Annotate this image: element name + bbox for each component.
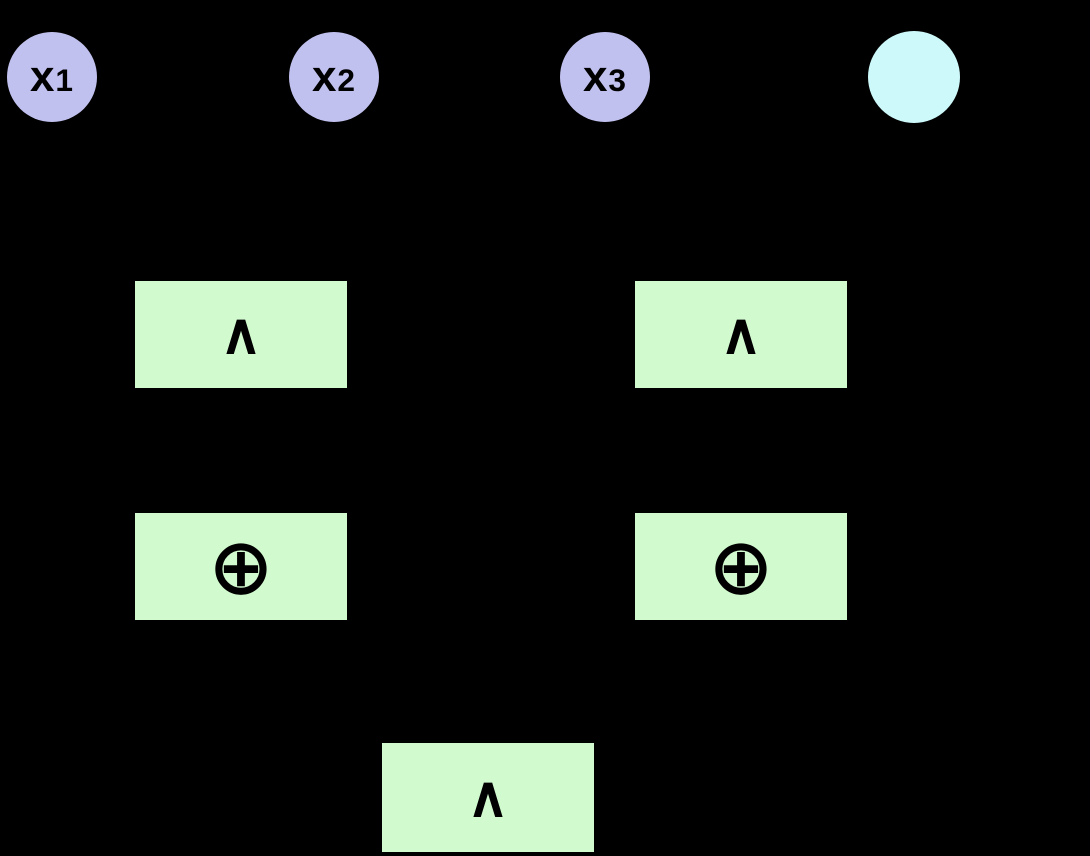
input-node-x3: x3 bbox=[560, 32, 650, 122]
and-symbol: ∧ bbox=[467, 764, 510, 830]
label-subscript: 2 bbox=[337, 62, 357, 98]
unlabeled-node bbox=[868, 31, 960, 123]
and-gate-left: ∧ bbox=[135, 281, 347, 388]
label-base: x bbox=[582, 52, 609, 101]
label-base: x bbox=[311, 52, 338, 101]
label-subscript: 3 bbox=[608, 62, 628, 98]
and-gate-right: ∧ bbox=[635, 281, 847, 388]
label-base: x bbox=[29, 52, 56, 101]
input-node-x2-label: x2 bbox=[312, 55, 356, 99]
xor-gate-right: ⊕ bbox=[635, 513, 847, 620]
and-symbol: ∧ bbox=[220, 301, 263, 367]
input-node-x3-label: x3 bbox=[583, 55, 627, 99]
label-subscript: 1 bbox=[55, 62, 75, 98]
input-node-x2: x2 bbox=[289, 32, 379, 122]
and-symbol: ∧ bbox=[720, 301, 763, 367]
xor-gate-left: ⊕ bbox=[135, 513, 347, 620]
and-gate-bottom: ∧ bbox=[382, 743, 594, 852]
input-node-x1-label: x1 bbox=[30, 55, 74, 99]
xor-symbol: ⊕ bbox=[208, 521, 273, 611]
input-node-x1: x1 bbox=[7, 32, 97, 122]
xor-symbol: ⊕ bbox=[708, 521, 773, 611]
